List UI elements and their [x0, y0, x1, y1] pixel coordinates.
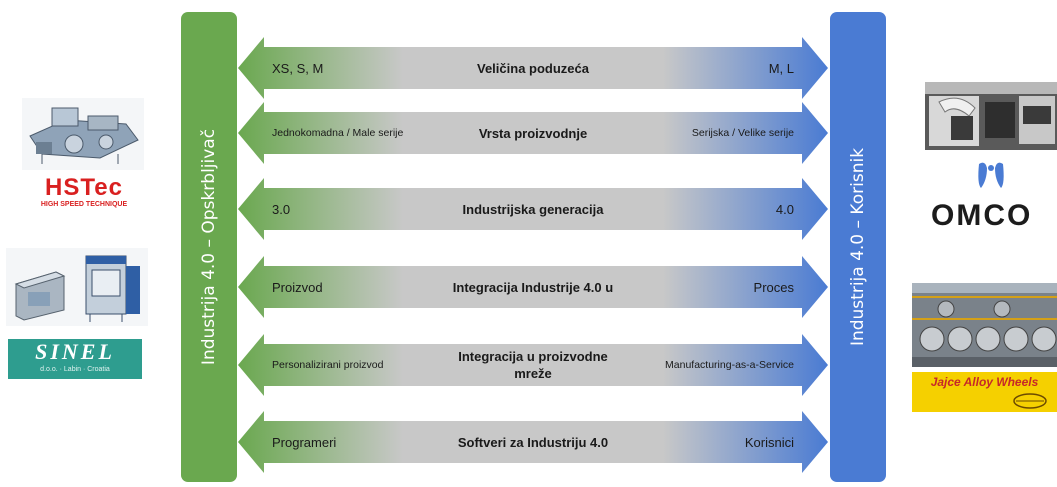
arrow-left-label: Personalizirani proizvod: [272, 359, 384, 371]
arrow-shape: [238, 411, 828, 473]
arrow-right-label: 4.0: [775, 201, 794, 217]
arrow-right-label: M, L: [768, 60, 794, 76]
arrow-right-label: Korisnici: [744, 434, 794, 450]
jajce-logo-name: Jajce Alloy Wheels: [930, 375, 1039, 389]
hstec-logo: HSTec HIGH SPEED TECHNIQUE: [26, 176, 142, 212]
arrow-shape: [238, 37, 828, 99]
jajce-logo: Jajce Alloy Wheels: [912, 372, 1057, 412]
omco-emblem-icon: [978, 162, 1004, 188]
sinel-logo-name: SINEL: [35, 339, 115, 364]
hstec-machine-image: [22, 98, 144, 170]
sinel-machine-image: [6, 248, 148, 326]
arrow-shape: [238, 178, 828, 240]
sinel-logo: SINEL d.o.o. · Labin · Croatia: [8, 339, 142, 379]
omco-logo-name: OMCO: [931, 199, 1033, 232]
arrow-left-label: Proizvod: [272, 279, 323, 295]
arrow-left-label: 3.0: [272, 201, 291, 217]
arrow-left-label: Programeri: [272, 434, 337, 450]
jajce-factory-image: [912, 283, 1057, 367]
user-label: Industrija 4.0 – Korisnik: [848, 147, 868, 347]
supplier-label: Industrija 4.0 – Opskrbljivač: [199, 128, 219, 366]
hstec-logo-tagline: HIGH SPEED TECHNIQUE: [40, 201, 128, 208]
hstec-logo-name: HSTec: [45, 174, 123, 201]
jajce-wheel-icon: [1013, 393, 1047, 409]
arrow-shape: [238, 102, 828, 164]
arrow-right-label: Serijska / Velike serije: [691, 127, 794, 139]
arrow-shape: [238, 334, 828, 396]
arrow-right-label: Manufacturing-as-a-Service: [665, 359, 794, 371]
user-bar: Industrija 4.0 – Korisnik: [830, 12, 886, 482]
omco-machine-image: [925, 82, 1057, 150]
supplier-bar: Industrija 4.0 – Opskrbljivač: [181, 12, 237, 482]
arrow-left-label: XS, S, M: [272, 60, 324, 76]
arrow-left-label: Jednokomadna / Male serije: [272, 127, 404, 139]
arrow-shape: [238, 256, 828, 318]
omco-logo: OMCO: [925, 158, 1057, 238]
arrow-right-label: Proces: [753, 279, 794, 295]
sinel-logo-tagline: d.o.o. · Labin · Croatia: [40, 366, 110, 373]
